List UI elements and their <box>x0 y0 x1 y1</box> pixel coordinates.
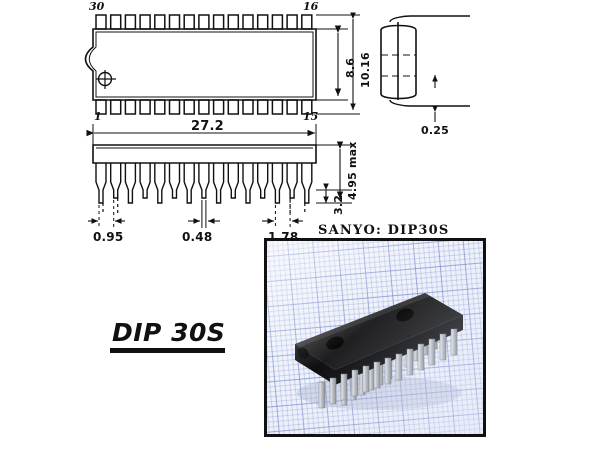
end-view-geometry <box>380 15 470 107</box>
dimension-lead-pitch-pair: 0.95 <box>93 230 124 244</box>
pin-label-30: 30 <box>89 0 105 13</box>
dimension-lines-top-view <box>316 12 360 115</box>
dimension-line-body-width <box>86 124 317 148</box>
pin-label-1: 1 <box>94 110 102 123</box>
dimension-seated-height-max: 4.95 max <box>346 141 359 200</box>
front-view-geometry <box>92 144 317 214</box>
dimension-standoff: 3.2 <box>332 194 345 215</box>
manufacturer-label: SANYO: DIP30S <box>318 223 450 238</box>
product-photo <box>264 238 486 437</box>
dimension-lead-row-span: 10.16 <box>359 52 372 88</box>
package-name-underline <box>110 348 225 353</box>
top-view-geometry <box>84 14 317 115</box>
dimension-lead-thickness: 0.25 <box>421 124 449 137</box>
dimension-lines-lead-pitch <box>88 200 303 228</box>
dimension-lead-width: 0.48 <box>182 230 213 244</box>
package-name-label: DIP 30S <box>112 318 226 347</box>
dimension-body-width: 27.2 <box>191 119 224 134</box>
dimension-lines-front-view <box>316 141 352 204</box>
graph-paper-background <box>267 241 483 434</box>
dimension-body-height: 8.6 <box>344 57 357 78</box>
pin-label-16: 16 <box>303 0 319 13</box>
pin-label-15: 15 <box>303 110 319 123</box>
